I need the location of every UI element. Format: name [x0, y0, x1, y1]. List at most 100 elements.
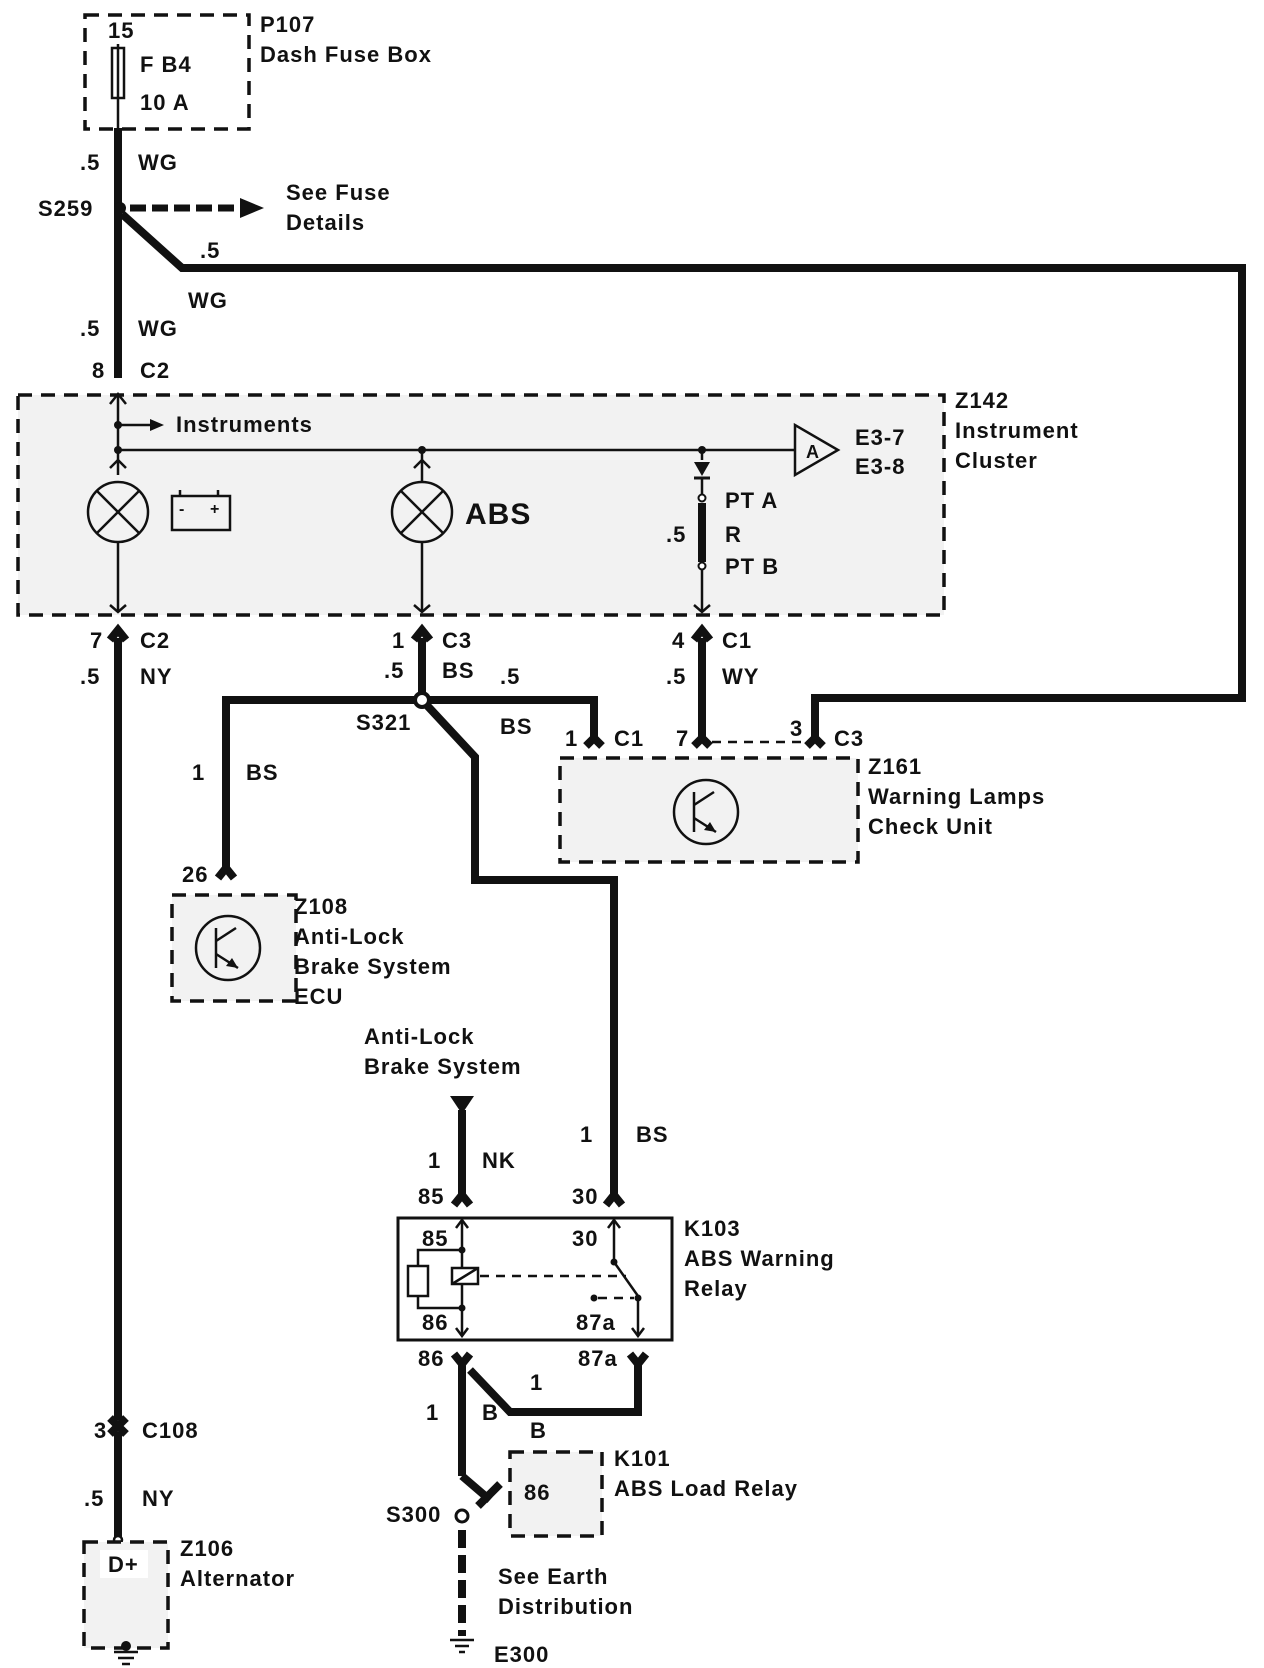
- splice-s321-size: .5: [500, 664, 520, 689]
- alternator-terminal: D+: [108, 1552, 139, 1577]
- pt-b-label: PT B: [725, 554, 779, 579]
- alternator-name: Alternator: [180, 1566, 295, 1591]
- abs-system-line1: Anti-Lock: [364, 1024, 474, 1049]
- ecu-name-line3: ECU: [294, 984, 343, 1009]
- relay-pin-30: 30: [572, 1226, 598, 1251]
- check-unit-name-line1: Warning Lamps: [868, 784, 1045, 809]
- transistor-icon: [194, 914, 262, 982]
- splice-s321-color: BS: [500, 714, 533, 739]
- relay-name-line1: ABS Warning: [684, 1246, 835, 1271]
- relay-out-pin86: 86: [418, 1346, 444, 1371]
- earth-id: E300: [494, 1642, 549, 1667]
- pt-out-pin: 4: [672, 628, 685, 653]
- cluster-in-conn: C2: [140, 358, 170, 383]
- charge-out-conn: C2: [140, 628, 170, 653]
- gauge-ref-1: E3-7: [855, 425, 905, 450]
- gauge-ref-2: E3-8: [855, 454, 905, 479]
- splice-s300: S300 See Earth Distribution E300: [386, 1502, 633, 1667]
- load-relay-pin: 86: [524, 1480, 550, 1505]
- ecu-wire-color: BS: [246, 760, 279, 785]
- abs-lamp-label: ABS: [465, 498, 531, 531]
- relay-pin-87a: 87a: [576, 1310, 616, 1335]
- alt-wire-size: .5: [84, 1486, 104, 1511]
- resistor-label: R: [725, 522, 742, 547]
- relay-feed-color: BS: [636, 1122, 669, 1147]
- pt-out-conn: C1: [722, 628, 752, 653]
- relay-pin-86: 86: [422, 1310, 448, 1335]
- relay-feed-size: 1: [580, 1122, 593, 1147]
- alt-wire-color: NY: [142, 1486, 175, 1511]
- cluster-in-size: .5: [80, 316, 100, 341]
- splice-s321-label: S321: [356, 710, 411, 735]
- nk-wire-color: NK: [482, 1148, 516, 1173]
- abs-out-color: BS: [442, 658, 475, 683]
- instruments-label: Instruments: [176, 412, 313, 437]
- cluster-id: Z142: [955, 388, 1009, 413]
- check-unit-z161: Z161 Warning Lamps Check Unit: [558, 754, 1045, 864]
- pt-a-label: PT A: [725, 488, 778, 513]
- splice-s321: S321 .5 BS: [222, 664, 618, 1195]
- gauge-letter: A: [806, 442, 820, 462]
- splice-s259-label: S259: [38, 196, 93, 221]
- abs-out-conn: C3: [442, 628, 472, 653]
- relay-link-size: 1: [530, 1370, 543, 1395]
- resistor-icon: [406, 1264, 430, 1298]
- relay-id: K103: [684, 1216, 741, 1241]
- branch-wire-color: WG: [188, 288, 228, 313]
- load-relay-id: K101: [614, 1446, 671, 1471]
- abs-warning-relay-k103: 85 30 86 87a K103 ABS Warning Relay: [396, 1216, 835, 1342]
- cluster-in-color: WG: [138, 316, 178, 341]
- arrow-right-icon: [150, 419, 164, 431]
- pt-out-size: .5: [666, 664, 686, 689]
- check-unit-pin-7: 7: [676, 726, 689, 751]
- alternator-z106: D+ Z106 Alternator: [82, 1536, 295, 1666]
- instrument-cluster-z142: Z142 Instrument Cluster Instruments - +: [16, 388, 1078, 617]
- top-wire-color: WG: [138, 150, 178, 175]
- top-wire-size: .5: [80, 150, 100, 175]
- fuse-rating: 10 A: [140, 90, 190, 115]
- abs-load-relay-k101: 86 K101 ABS Load Relay: [508, 1446, 798, 1538]
- nk-wire-size: 1: [428, 1148, 441, 1173]
- check-unit-pin-3: 3: [790, 716, 803, 741]
- ecu-id: Z108: [294, 894, 348, 919]
- splice-s300-label: S300: [386, 1502, 441, 1527]
- gauge-amplifier-icon: [793, 422, 841, 478]
- ground-icon: [114, 1641, 138, 1666]
- check-unit-conn-c1: C1: [614, 726, 644, 751]
- relay-out-pin87a: 87a: [578, 1346, 618, 1371]
- charge-out-color: NY: [140, 664, 173, 689]
- fuse-label: F B4: [140, 52, 192, 77]
- alt-conn-id: C108: [142, 1418, 199, 1443]
- abs-ecu-z108: Z108 Anti-Lock Brake System ECU: [170, 893, 452, 1009]
- fuse-box-id: P107: [260, 12, 315, 37]
- arrow-right-icon: [240, 198, 264, 218]
- fuse-details-line2: Details: [286, 210, 365, 235]
- earth-ref-line2: Distribution: [498, 1594, 633, 1619]
- load-relay-name: ABS Load Relay: [614, 1476, 798, 1501]
- ecu-pin: 26: [182, 862, 208, 887]
- relay-feed-pin: 30: [572, 1184, 598, 1209]
- cluster-in-pin: 8: [92, 358, 105, 383]
- abs-system-line2: Brake System: [364, 1054, 522, 1079]
- abs-out-size: .5: [384, 658, 404, 683]
- check-unit-pin-c1: 1: [565, 726, 578, 751]
- splice-s259: S259 See Fuse Details: [38, 180, 390, 235]
- check-unit-name-line2: Check Unit: [868, 814, 993, 839]
- ecu-name-line2: Brake System: [294, 954, 452, 979]
- ground-icon: [450, 1638, 474, 1654]
- battery-icon: - +: [170, 490, 232, 532]
- alternator-id: Z106: [180, 1536, 234, 1561]
- fuse-box-name: Dash Fuse Box: [260, 42, 432, 67]
- charge-out-pin: 7: [90, 628, 103, 653]
- pt-out-color: WY: [722, 664, 759, 689]
- alt-conn-pin: 3: [94, 1418, 107, 1443]
- fuse-box-p107: 15 F B4 10 A P107 Dash Fuse Box: [83, 12, 432, 131]
- check-unit-conn-c3: C3: [834, 726, 864, 751]
- check-unit-id: Z161: [868, 754, 922, 779]
- svg-text:-: -: [179, 501, 185, 518]
- relay-main-size: 1: [426, 1400, 439, 1425]
- earth-ref-line1: See Earth: [498, 1564, 609, 1589]
- ecu-wire-size: 1: [192, 760, 205, 785]
- relay-link-color: B: [530, 1418, 547, 1443]
